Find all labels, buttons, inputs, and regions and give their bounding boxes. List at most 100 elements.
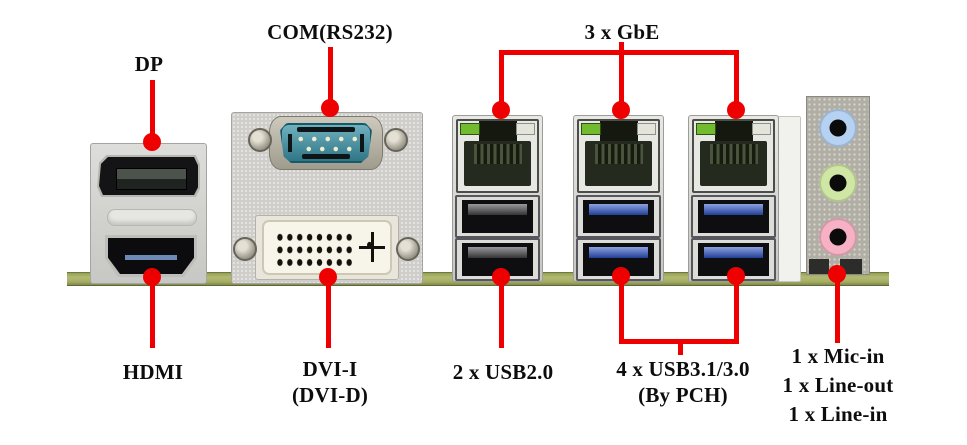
- callout-dot-gbe-3: [727, 101, 745, 119]
- dvi-label-line2: (DVI-D): [291, 383, 369, 407]
- callout-line-gbe-1: [499, 50, 504, 111]
- rj45-contacts: [473, 144, 522, 164]
- dvi-face: [262, 220, 392, 275]
- callout-dot-gbe-1: [492, 101, 510, 119]
- callout-dot-dvi: [319, 268, 337, 286]
- audio-label-linein: 1 x Line-in: [788, 402, 888, 426]
- callout-line-audio: [835, 274, 840, 343]
- callout-dot-usb2: [492, 268, 510, 286]
- mic-in-jack: [819, 218, 857, 256]
- callout-dot-hdmi: [143, 268, 161, 286]
- usb3-port-3: [691, 195, 776, 238]
- usb2-tongue: [468, 204, 527, 215]
- usb3-label-line2: (By PCH): [638, 383, 728, 407]
- callout-hline-gbe: [499, 50, 739, 55]
- ethernet-port-1: [456, 119, 539, 193]
- audio-label-lineout: 1 x Line-out: [782, 373, 894, 397]
- displayport-pin-slot: [116, 168, 187, 190]
- com-pin-row-bottom: [302, 146, 354, 152]
- hdmi-pin-row: [125, 255, 177, 260]
- dvi-pin-grid: [273, 229, 352, 267]
- usb3-blue-tongue: [589, 204, 648, 215]
- callout-dot-dp: [143, 133, 161, 151]
- lan-led-right-icon: [516, 123, 535, 135]
- usb3-label-line1: 4 x USB3.1/3.0: [616, 357, 750, 381]
- rj45-opening: [464, 141, 531, 186]
- callout-stub-gbe: [619, 42, 624, 52]
- usb3-port-1: [576, 195, 661, 238]
- rj45-opening: [585, 141, 652, 186]
- com-slot-top: [296, 127, 356, 132]
- bracket-foot: [809, 259, 829, 274]
- displayport-opening: [99, 157, 198, 195]
- com-slot-bottom: [302, 154, 350, 159]
- callout-line-com: [328, 47, 333, 109]
- lan-led-right-icon: [637, 123, 656, 135]
- callout-stub-usb3: [678, 342, 683, 355]
- callout-dot-audio: [828, 265, 846, 283]
- usb3-label: 4 x USB3.1/3.0 (By PCH): [616, 356, 750, 408]
- callout-bracket-usb3: [619, 339, 739, 344]
- lan-led-right-icon: [752, 123, 771, 135]
- callout-dot-usb3-1: [612, 267, 630, 285]
- audio-label: 1 x Mic-in 1 x Line-out 1 x Line-in: [783, 342, 894, 429]
- rj45-tab-slot: [599, 121, 638, 143]
- com-screw-right: [384, 128, 408, 152]
- audio-bracket: [806, 96, 870, 275]
- lan-led-green-icon: [460, 123, 480, 135]
- com-screw-left: [248, 128, 272, 152]
- callout-line-dvi: [326, 277, 331, 348]
- dvi-label: DVI-I (DVI-D): [292, 356, 368, 408]
- rj45-contacts: [709, 144, 758, 164]
- hdmi-label: HDMI: [122, 360, 184, 384]
- usb-opening: [698, 243, 769, 276]
- rj45-contacts: [594, 144, 643, 164]
- ethernet-port-3: [692, 119, 775, 193]
- com-db9-face: [280, 123, 372, 163]
- usb3-blue-tongue: [589, 247, 648, 258]
- lan-usb-stack-2: [573, 115, 664, 282]
- usb-opening: [698, 200, 769, 233]
- callout-line-usb3-1: [619, 276, 624, 342]
- usb-opening: [583, 200, 654, 233]
- callout-line-usb2: [499, 277, 504, 348]
- ethernet-port-2: [577, 119, 660, 193]
- dvi-analog-cross: [359, 231, 385, 264]
- callout-line-gbe-2: [619, 55, 624, 111]
- rj45-opening: [700, 141, 767, 186]
- callout-line-hdmi: [150, 277, 155, 348]
- usb2-port-1: [455, 195, 540, 238]
- lan-led-green-icon: [696, 123, 716, 135]
- usb-opening: [462, 200, 533, 233]
- dp-label: DP: [134, 52, 164, 76]
- callout-dot-com: [321, 99, 339, 117]
- lan-usb-stack-3: [688, 115, 779, 282]
- lan-usb-stack-1: [452, 115, 543, 282]
- callout-line-usb3-2: [734, 276, 739, 342]
- com-label: COM(RS232): [267, 20, 393, 44]
- usb2-tongue: [468, 247, 527, 258]
- dvi-label-line1: DVI-I: [302, 357, 358, 381]
- callout-line-gbe-3: [734, 50, 739, 111]
- gbe-label: 3 x GbE: [584, 20, 660, 44]
- line-in-jack: [819, 109, 857, 147]
- rj45-tab-slot: [478, 121, 517, 143]
- com-port: [269, 116, 383, 170]
- usb3-blue-tongue: [704, 204, 763, 215]
- bracket-fold: [778, 116, 801, 282]
- displayport-port: [97, 155, 200, 197]
- lan-led-green-icon: [581, 123, 601, 135]
- usb2-label: 2 x USB2.0: [452, 360, 554, 384]
- callout-dot-gbe-2: [612, 101, 630, 119]
- bracket-groove: [107, 209, 197, 226]
- audio-label-mic: 1 x Mic-in: [791, 344, 885, 368]
- com-pin-row-top: [294, 136, 360, 142]
- callout-line-dp: [150, 80, 155, 144]
- dvi-screw-left: [233, 237, 257, 261]
- dvi-port: [255, 215, 399, 280]
- dvi-analog-pins: [359, 231, 385, 264]
- com-end-bar-left: [288, 134, 292, 152]
- usb3-blue-tongue: [704, 247, 763, 258]
- line-out-jack: [819, 164, 857, 202]
